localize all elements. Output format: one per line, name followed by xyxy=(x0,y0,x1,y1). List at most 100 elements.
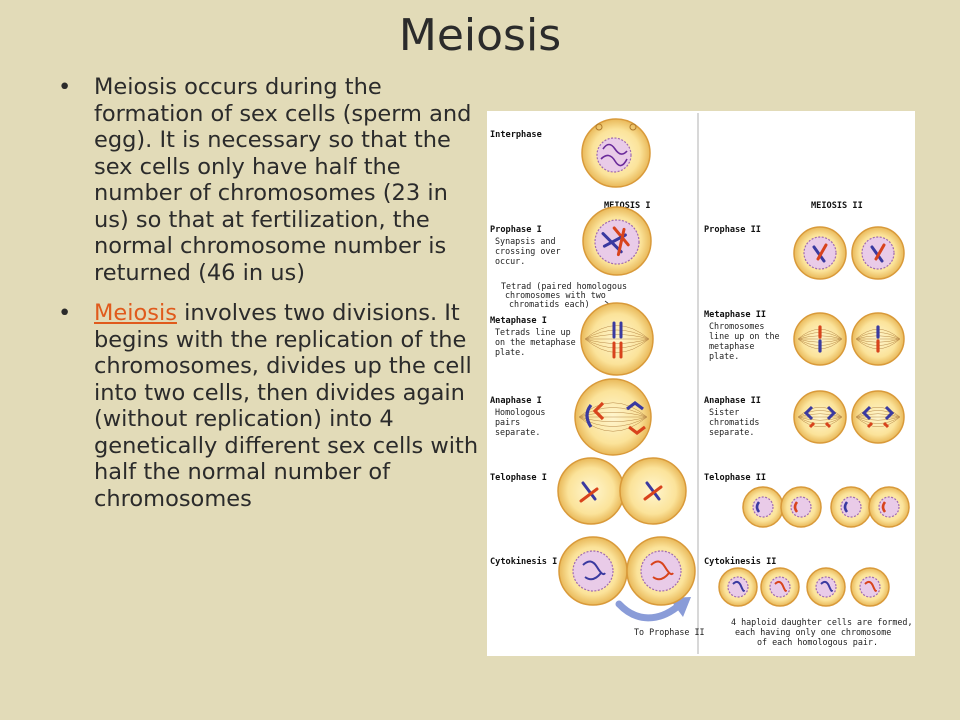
metaphase-1-spindle xyxy=(584,329,650,340)
anaphase-1-desc-1: Homologous xyxy=(495,407,545,417)
anaphase-1-chromosome xyxy=(626,401,644,411)
bullet-item-2: • Meiosis involves two divisions. It beg… xyxy=(58,300,484,512)
prophase-1-desc-2: crossing over xyxy=(495,246,561,256)
cytokinesis-1-chromatin xyxy=(650,560,674,581)
caption-line-2: each having only one chromosome xyxy=(735,627,891,637)
bullet-text-1: Meiosis occurs during the formation of s… xyxy=(94,74,472,286)
anaphase-2-spindle xyxy=(855,416,901,427)
prophase-2-chromosome xyxy=(816,243,828,261)
haploid-nucleus xyxy=(769,576,791,598)
anaphase-2-spindle xyxy=(855,416,901,421)
bullet-dot: • xyxy=(58,300,72,326)
telophase-2-chromosome xyxy=(843,501,849,513)
prophase-2-chromosome xyxy=(870,245,884,263)
prophase-1-chromosomes xyxy=(616,227,626,257)
meiosis-link[interactable]: Meiosis xyxy=(94,300,177,326)
metaphase-2-label: Metaphase II xyxy=(704,310,766,320)
haploid-chromatin xyxy=(864,580,877,592)
anaphase-2-chromosome xyxy=(866,421,874,429)
tetrad-note-1: Tetrad (paired homologous xyxy=(501,281,627,291)
metaphase-1-desc-2: on the metaphase xyxy=(495,337,576,347)
metaphase-1-spindle xyxy=(584,338,650,349)
haploid-nucleus xyxy=(859,576,881,598)
anaphase-2-chromosome xyxy=(884,405,895,421)
interphase-nucleus xyxy=(596,137,632,173)
centrosome-icon xyxy=(595,123,603,131)
cytokinesis-1-nucleus xyxy=(640,550,682,592)
bullet-item-1: • Meiosis occurs during the formation of… xyxy=(58,74,484,286)
anaphase-2-spindle xyxy=(855,416,901,424)
meiosis-2-header: MEIOSIS II xyxy=(811,201,863,211)
anaphase-2-spindle xyxy=(855,413,901,418)
anaphase-2-desc-3: separate. xyxy=(709,427,754,437)
slide-title: Meiosis xyxy=(398,10,562,61)
metaphase-1-spindle xyxy=(584,334,650,340)
telophase-1-chromosome xyxy=(579,487,599,503)
bullet-dot: • xyxy=(58,74,72,100)
anaphase-2-chromosome xyxy=(803,405,814,421)
anaphase-2-chromosome xyxy=(882,421,890,429)
interphase-label: Interphase xyxy=(490,130,542,140)
prophase-1-nucleus xyxy=(594,219,640,265)
caption-line-1: 4 haploid daughter cells are formed, xyxy=(731,617,913,627)
metaphase-1-label: Metaphase I xyxy=(490,316,547,326)
metaphase-1-desc-3: plate. xyxy=(495,347,525,357)
bullet-text-2: involves two divisions. It begins with t… xyxy=(94,300,479,512)
prophase-1-label: Prophase I xyxy=(490,225,542,235)
haploid-nucleus xyxy=(815,576,837,598)
cytokinesis-1-chromatin xyxy=(582,560,606,581)
anaphase-2-chromosome xyxy=(808,421,816,429)
anaphase-2-spindle xyxy=(855,407,901,418)
centrosome-icon xyxy=(629,123,637,131)
anaphase-2-spindle xyxy=(797,410,843,418)
tetrad-note-3: chromatids each) xyxy=(509,299,590,309)
prophase-1-desc-1: Synapsis and xyxy=(495,236,556,246)
interphase-chromatin xyxy=(600,143,628,167)
anaphase-2-spindle xyxy=(797,407,843,418)
anaphase-1-spindle xyxy=(578,412,648,418)
anaphase-2-spindle xyxy=(797,416,843,427)
haploid-nucleus xyxy=(727,576,749,598)
anaphase-2-chromosome xyxy=(861,405,872,421)
anaphase-1-desc-2: pairs xyxy=(495,417,520,427)
cytokinesis-1-nucleus xyxy=(572,550,614,592)
metaphase-2-desc-1: Chromosomes xyxy=(709,321,764,331)
anaphase-2-spindle xyxy=(797,413,843,418)
anaphase-2-spindle xyxy=(855,410,901,418)
caption-line-3: of each homologous pair. xyxy=(757,637,878,647)
anaphase-1-label: Anaphase I xyxy=(490,396,542,406)
anaphase-1-chromosome xyxy=(592,401,605,421)
tetrad-note-2: chromosomes with two xyxy=(505,290,606,300)
telophase-2-label: Telophase II xyxy=(704,473,766,483)
cell-group xyxy=(557,118,910,607)
anaphase-2-spindle xyxy=(797,416,843,421)
anaphase-2-desc-1: Sister xyxy=(709,407,739,417)
anaphase-1-chromosome xyxy=(628,425,646,435)
anaphase-1-spindle xyxy=(578,416,648,422)
bullet-list: • Meiosis occurs during the formation of… xyxy=(58,74,484,526)
metaphase-2-desc-2: line up on the xyxy=(709,331,780,341)
anaphase-1-desc-3: separate. xyxy=(495,427,540,437)
prophase-2-chromosome xyxy=(812,245,826,263)
prophase-2-chromosome xyxy=(874,243,886,261)
metaphase-1-spindle xyxy=(584,338,650,344)
anaphase-2-chromosome xyxy=(826,405,837,421)
telophase-1-cell xyxy=(557,457,625,525)
metaphase-1-spindle xyxy=(584,338,650,353)
to-prophase-2-arrow xyxy=(615,600,681,622)
meiosis-diagram: Interphase MEIOSIS I MEIOSIS II Prophase… xyxy=(487,111,915,656)
meiosis-diagram-svg: Interphase MEIOSIS I MEIOSIS II Prophase… xyxy=(490,113,913,654)
anaphase-1-spindle xyxy=(578,407,648,418)
prophase-2-label: Prophase II xyxy=(704,225,761,235)
telophase-1-label: Telophase I xyxy=(490,473,547,483)
meiosis-1-header: MEIOSIS I xyxy=(604,201,651,211)
metaphase-1-spindle xyxy=(584,325,650,340)
metaphase-2-desc-3: metaphase xyxy=(709,341,754,351)
anaphase-1-spindle xyxy=(578,416,648,427)
anaphase-2-spindle xyxy=(797,416,843,424)
anaphase-2-desc-2: chromatids xyxy=(709,417,759,427)
to-prophase-2-label: To Prophase II xyxy=(634,627,705,637)
cytokinesis-1-label: Cytokinesis I xyxy=(490,556,557,567)
telophase-1-chromosome xyxy=(643,485,663,501)
